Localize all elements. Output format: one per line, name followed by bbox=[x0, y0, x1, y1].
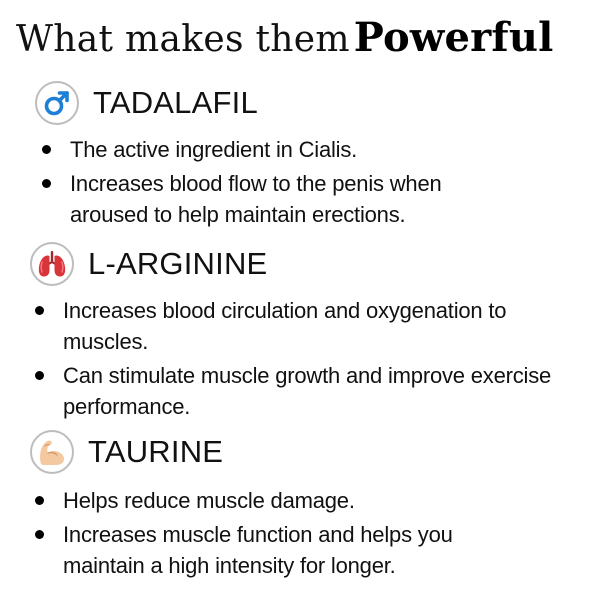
page-title: What makes them Powerful bbox=[16, 18, 554, 58]
section-title: TAURINE bbox=[88, 434, 224, 469]
bullet-list: Increases blood circulation and oxygenat… bbox=[33, 295, 553, 425]
list-item: The active ingredient in Cialis. bbox=[40, 134, 510, 165]
section-title: TADALAFIL bbox=[93, 85, 258, 120]
male-symbol-icon bbox=[35, 81, 79, 125]
page-title-bold: Powerful bbox=[353, 14, 554, 61]
section-header: TADALAFIL bbox=[35, 78, 258, 128]
section-header: TAURINE bbox=[30, 427, 223, 477]
list-item: Increases muscle function and helps you … bbox=[33, 519, 513, 581]
list-item: Helps reduce muscle damage. bbox=[33, 485, 513, 516]
bullet-list: The active ingredient in Cialis. Increas… bbox=[40, 134, 510, 233]
list-item: Increases blood circulation and oxygenat… bbox=[33, 295, 553, 357]
section-header: L-ARGININE bbox=[30, 239, 267, 289]
flexed-biceps-icon bbox=[30, 430, 74, 474]
section-title: L-ARGININE bbox=[88, 246, 268, 281]
lungs-icon bbox=[30, 242, 74, 286]
list-item: Increases blood flow to the penis when a… bbox=[40, 168, 510, 230]
list-item: Can stimulate muscle growth and improve … bbox=[33, 360, 553, 422]
page-title-light: What makes them bbox=[16, 19, 350, 60]
bullet-list: Helps reduce muscle damage. Increases mu… bbox=[33, 485, 513, 584]
